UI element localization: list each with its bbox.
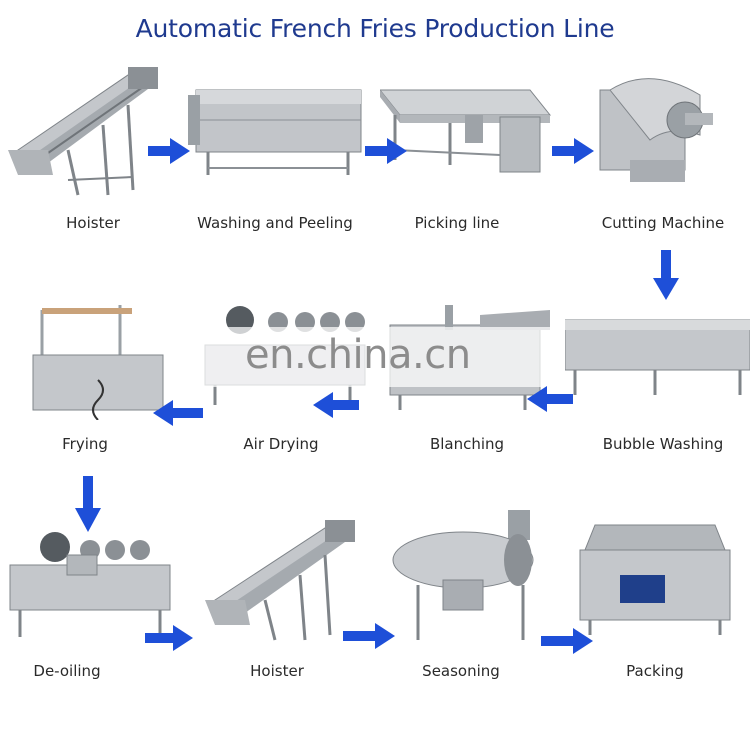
watermark-text: en.china.cn (245, 332, 471, 378)
step-label: Washing and Peeling (190, 214, 360, 232)
frying-machine-image (28, 300, 168, 420)
down-arrow-icon (653, 250, 679, 300)
down-arrow-icon (75, 476, 101, 532)
left-arrow-icon (313, 392, 359, 418)
seasoning-machine-image (388, 505, 538, 645)
hoister-machine-image (205, 510, 365, 645)
bubble-washing-machine-image (565, 310, 750, 400)
step-label: Cutting Machine (578, 214, 748, 232)
washing-peeling-machine-image (188, 80, 366, 185)
step-label: Seasoning (376, 662, 546, 680)
right-arrow-icon (552, 138, 594, 164)
left-arrow-icon (527, 386, 573, 412)
step-label: Bubble Washing (578, 435, 748, 453)
page-title: Automatic French Fries Production Line (0, 14, 750, 43)
right-arrow-icon (365, 138, 407, 164)
step-label: Blanching (382, 435, 552, 453)
step-label: De-oiling (0, 662, 152, 680)
step-label: Air Drying (196, 435, 366, 453)
step-label: Packing (570, 662, 740, 680)
step-label: Picking line (372, 214, 542, 232)
packing-machine-image (575, 515, 735, 640)
cutting-machine-image (590, 65, 720, 190)
left-arrow-icon (153, 400, 203, 426)
right-arrow-icon (541, 628, 593, 654)
step-label: Frying (0, 435, 170, 453)
right-arrow-icon (343, 623, 395, 649)
step-label: Hoister (192, 662, 362, 680)
hoister-machine-image (8, 55, 168, 200)
right-arrow-icon (148, 138, 190, 164)
picking-line-machine-image (380, 85, 555, 185)
step-label: Hoister (8, 214, 178, 232)
right-arrow-icon (145, 625, 193, 651)
